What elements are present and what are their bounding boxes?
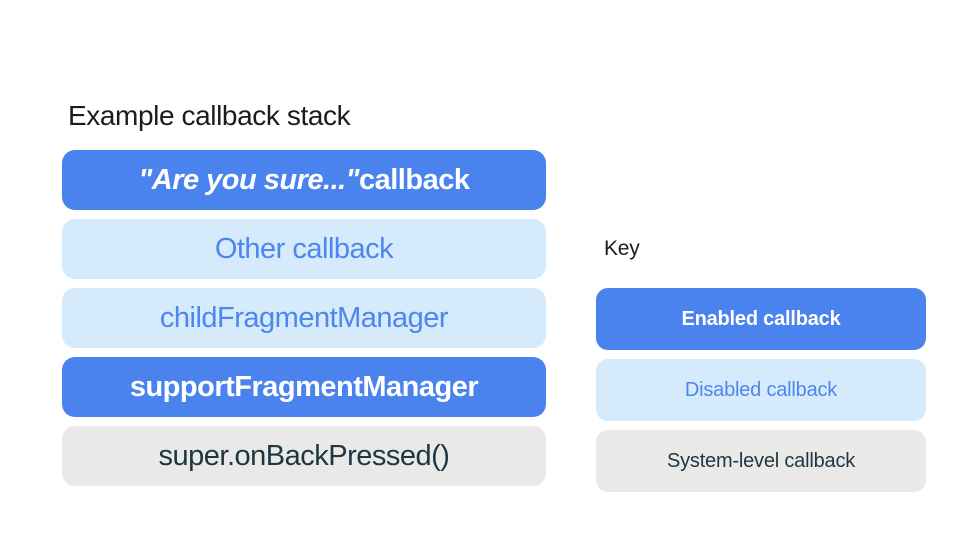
key-item-enabled-callback: Enabled callback bbox=[596, 288, 926, 350]
key-item-disabled-callback: Disabled callback bbox=[596, 359, 926, 421]
key-item-label: Enabled callback bbox=[681, 307, 841, 330]
stack-item-label-rest: callback bbox=[358, 163, 470, 196]
key-item-label: System-level callback bbox=[666, 449, 856, 472]
key-heading: Key bbox=[604, 237, 640, 260]
diagram-title: Example callback stack bbox=[68, 100, 351, 131]
stack-item-are-you-sure-callback: "Are you sure..." callback bbox=[62, 150, 546, 210]
stack-item-label: childFragmentManager bbox=[159, 301, 449, 334]
stack-item-label-quoted: "Are you sure..." bbox=[138, 163, 360, 196]
stack-item-support-fragment-manager: supportFragmentManager bbox=[62, 357, 546, 417]
key-item-label: Disabled callback bbox=[684, 378, 838, 401]
key-item-system-level-callback: System-level callback bbox=[596, 430, 926, 492]
stack-item-label: super.onBackPressed() bbox=[158, 439, 450, 472]
stack-item-label: Other callback bbox=[214, 232, 394, 265]
stack-item-child-fragment-manager: childFragmentManager bbox=[62, 288, 546, 348]
stack-item-super-onbackpressed: super.onBackPressed() bbox=[62, 426, 546, 486]
stack-item-label: supportFragmentManager bbox=[129, 370, 479, 403]
stack-item-other-callback: Other callback bbox=[62, 219, 546, 279]
